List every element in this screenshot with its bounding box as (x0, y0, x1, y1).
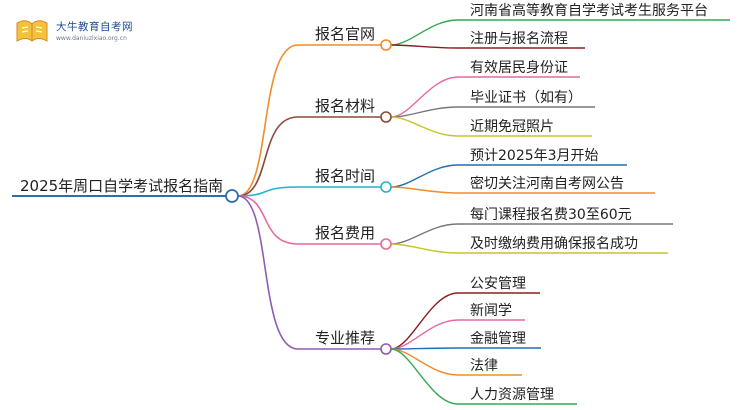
leaf-connector (390, 19, 459, 46)
branch-label: 专业推荐 (315, 329, 375, 347)
site-logo: 大牛教育自考网 www.daniuzixiao.org.cn (8, 14, 158, 46)
leaf-label: 新闻学 (470, 303, 512, 319)
leaf-label: 毕业证书（如有） (470, 90, 582, 106)
leaf-connector (390, 292, 459, 350)
branch-connector (237, 195, 299, 350)
leaf-label: 预计2025年3月开始 (470, 148, 599, 164)
logo-url: www.daniuzixiao.org.cn (56, 35, 127, 42)
book-logo-icon (16, 20, 48, 42)
leaf-label: 每门课程报名费30至60元 (470, 207, 632, 223)
leaf-label: 密切关注河南自考网公告 (470, 175, 624, 192)
branch-label: 报名材料 (315, 97, 375, 115)
leaf-label: 有效居民身份证 (470, 60, 568, 76)
branch-node-circle (380, 39, 392, 51)
branch-node-circle (380, 111, 392, 123)
logo-name: 大牛教育自考网 (56, 21, 133, 33)
branch-node-circle (380, 238, 392, 250)
branch-label: 报名时间 (315, 167, 375, 185)
mind-map-nodes: 2025年周口自学考试报名指南 报名官网 河南省高等教育自学考试考生服务平台注册与报… (20, 2, 708, 403)
leaf-connector (390, 348, 459, 405)
leaf-connector (390, 44, 459, 49)
leaf-label: 近期免冠照片 (470, 119, 554, 135)
root-node-label: 2025年周口自学考试报名指南 (20, 177, 223, 195)
leaf-connector (390, 347, 459, 350)
branch-connector (237, 44, 299, 197)
leaf-connector (390, 223, 459, 245)
leaf-connector (390, 76, 459, 118)
leaf-label: 及时缴纳费用确保报名成功 (470, 236, 638, 252)
branch-label: 报名费用 (315, 224, 375, 242)
branch-connector (237, 116, 299, 197)
leaf-connector (390, 243, 459, 254)
leaf-connector (390, 164, 459, 188)
branch-connector (237, 186, 299, 197)
leaf-label: 注册与报名流程 (470, 31, 568, 47)
leaf-connector (390, 116, 459, 137)
leaf-connector (390, 186, 459, 194)
leaf-label: 金融管理 (470, 331, 526, 347)
mind-map-edges (12, 19, 730, 405)
leaf-connector (390, 319, 459, 350)
leaf-connector (390, 106, 459, 118)
leaf-label: 人力资源管理 (470, 387, 554, 403)
branch-connector (237, 195, 299, 245)
leaf-label: 公安管理 (470, 276, 526, 292)
branch-label: 报名官网 (315, 25, 375, 43)
leaf-label: 河南省高等教育自学考试考生服务平台 (470, 2, 708, 19)
root-node-circle (225, 189, 239, 203)
branch-node-circle (380, 181, 392, 193)
branch-node-circle (380, 343, 392, 355)
leaf-label: 法律 (470, 358, 498, 374)
